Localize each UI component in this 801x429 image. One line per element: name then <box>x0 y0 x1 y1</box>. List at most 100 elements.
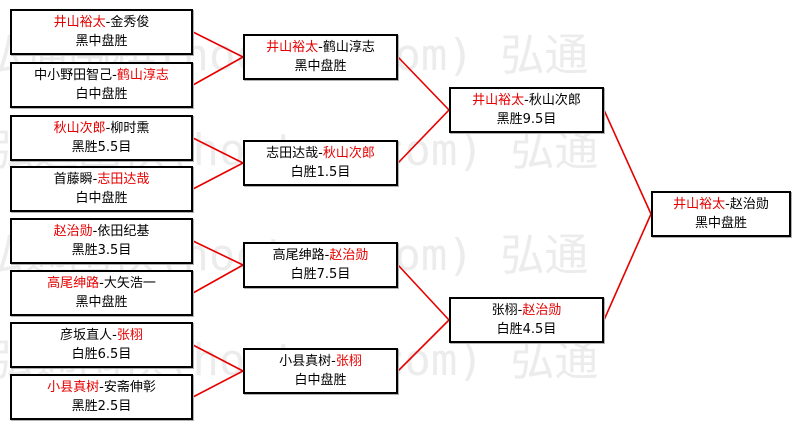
player-black: 中小野田智己 <box>34 68 113 83</box>
match-players: 高尾绅路-赵治勋 <box>273 246 369 265</box>
match-result: 白胜1.5目 <box>290 165 351 180</box>
match-box: 小县真树-安斋伸彰黑胜2.5目 <box>10 374 193 420</box>
match-result: 白中盘胜 <box>75 191 128 206</box>
connector-line <box>603 109 652 215</box>
player-white: 金秀俊 <box>110 15 150 30</box>
player-separator: - <box>318 40 323 55</box>
player-separator: - <box>92 172 98 187</box>
player-separator: - <box>105 15 111 30</box>
connector-line <box>397 56 450 111</box>
match-result: 黑胜9.5目 <box>496 112 557 127</box>
player-separator: - <box>92 224 98 239</box>
match-players: 高尾绅路-大矢浩一 <box>47 274 156 293</box>
player-white: 张栩 <box>116 328 143 343</box>
match-players: 中小野田智己-鹤山淳志 <box>34 66 169 85</box>
match-box: 首藤瞬-志田达哉白中盘胜 <box>10 166 193 212</box>
match-players: 小县真树-安斋伸彰 <box>47 378 156 397</box>
player-black: 秋山次郎 <box>53 121 106 136</box>
player-white: 张栩 <box>335 354 362 369</box>
player-white: 鹤山淳志 <box>116 68 169 83</box>
connector-line <box>192 31 244 58</box>
match-result: 白胜4.5目 <box>496 322 557 337</box>
match-result: 黑胜3.5目 <box>71 243 132 258</box>
match-result: 白胜6.5目 <box>71 347 132 362</box>
player-black: 彦坂直人 <box>60 328 113 343</box>
player-black: 小县真树 <box>279 354 332 369</box>
player-white: 柳时熏 <box>110 121 150 136</box>
match-players: 志田达哉-秋山次郎 <box>266 144 375 163</box>
connector-line <box>192 137 244 164</box>
player-separator: - <box>112 68 117 83</box>
player-black: 井山裕太 <box>266 40 319 55</box>
player-black: 张栩 <box>491 303 518 318</box>
match-box: 小县真树-张栩白中盘胜 <box>243 348 398 394</box>
player-separator: - <box>105 121 111 136</box>
match-result: 黑胜5.5目 <box>71 140 132 155</box>
connector-line <box>192 370 244 398</box>
player-separator: - <box>318 146 323 161</box>
player-white: 志田达哉 <box>97 172 150 187</box>
player-separator: - <box>112 328 117 343</box>
connector-line <box>192 264 244 294</box>
match-result: 黑中盘胜 <box>75 34 128 49</box>
match-box: 高尾绅路-大矢浩一黑中盘胜 <box>10 270 193 316</box>
match-box: 中小野田智己-鹤山淳志白中盘胜 <box>10 62 193 108</box>
match-box: 赵治勋-依田纪基黑胜3.5目 <box>10 218 193 264</box>
match-players: 彦坂直人-张栩 <box>60 326 143 345</box>
player-separator: - <box>324 248 330 263</box>
match-players: 小县真树-张栩 <box>279 352 362 371</box>
match-players: 井山裕太-赵治勋 <box>673 195 769 214</box>
match-box: 井山裕太-秋山次郎黑胜9.5目 <box>449 87 604 133</box>
connector-line <box>397 319 450 372</box>
connector-line <box>192 344 244 372</box>
match-box: 井山裕太-鹤山淳志黑中盘胜 <box>243 34 398 80</box>
match-result: 白中盘胜 <box>75 87 128 102</box>
match-box: 志田达哉-秋山次郎白胜1.5目 <box>243 140 398 186</box>
player-white: 依田纪基 <box>97 224 150 239</box>
match-result: 黑胜2.5目 <box>71 399 132 414</box>
player-black: 井山裕太 <box>472 93 525 108</box>
player-white: 赵治勋 <box>729 197 769 212</box>
player-black: 首藤瞬 <box>53 172 93 187</box>
player-separator: - <box>331 354 336 369</box>
connector-line <box>397 109 450 164</box>
match-players: 赵治勋-依田纪基 <box>54 222 150 241</box>
player-black: 井山裕太 <box>53 15 106 30</box>
match-box: 井山裕太-赵治勋黑中盘胜 <box>651 191 791 237</box>
match-result: 白中盘胜 <box>294 373 347 388</box>
match-box: 高尾绅路-赵治勋白胜7.5目 <box>243 242 398 288</box>
player-white: 鹤山淳志 <box>322 40 375 55</box>
match-result: 黑中盘胜 <box>694 216 747 231</box>
match-box: 井山裕太-金秀俊黑中盘胜 <box>10 9 193 55</box>
player-black: 赵治勋 <box>53 224 93 239</box>
match-result: 黑中盘胜 <box>75 295 128 310</box>
player-separator: - <box>99 380 104 395</box>
player-separator: - <box>725 197 730 212</box>
player-black: 小县真树 <box>47 380 100 395</box>
player-black: 志田达哉 <box>266 146 319 161</box>
match-players: 井山裕太-金秀俊 <box>54 13 150 32</box>
player-black: 高尾绅路 <box>272 248 325 263</box>
connector-line <box>603 213 652 321</box>
match-box: 彦坂直人-张栩白胜6.5目 <box>10 322 193 368</box>
connector-line <box>397 264 450 321</box>
match-players: 张栩-赵治勋 <box>492 301 562 320</box>
player-white: 秋山次郎 <box>528 93 581 108</box>
match-players: 秋山次郎-柳时熏 <box>54 119 150 138</box>
match-result: 黑中盘胜 <box>294 59 347 74</box>
connector-line <box>192 240 244 266</box>
connector-line <box>192 56 244 86</box>
player-white: 赵治勋 <box>522 303 562 318</box>
player-white: 秋山次郎 <box>322 146 375 161</box>
player-separator: - <box>517 303 523 318</box>
player-white: 大矢浩一 <box>103 276 156 291</box>
match-box: 秋山次郎-柳时熏黑胜5.5目 <box>10 115 193 161</box>
connector-line <box>192 162 244 190</box>
player-black: 高尾绅路 <box>47 276 100 291</box>
player-white: 安斋伸彰 <box>103 380 156 395</box>
match-result: 白胜7.5目 <box>290 267 351 282</box>
match-box: 张栩-赵治勋白胜4.5目 <box>449 297 604 343</box>
player-white: 赵治勋 <box>329 248 369 263</box>
match-players: 首藤瞬-志田达哉 <box>54 170 150 189</box>
